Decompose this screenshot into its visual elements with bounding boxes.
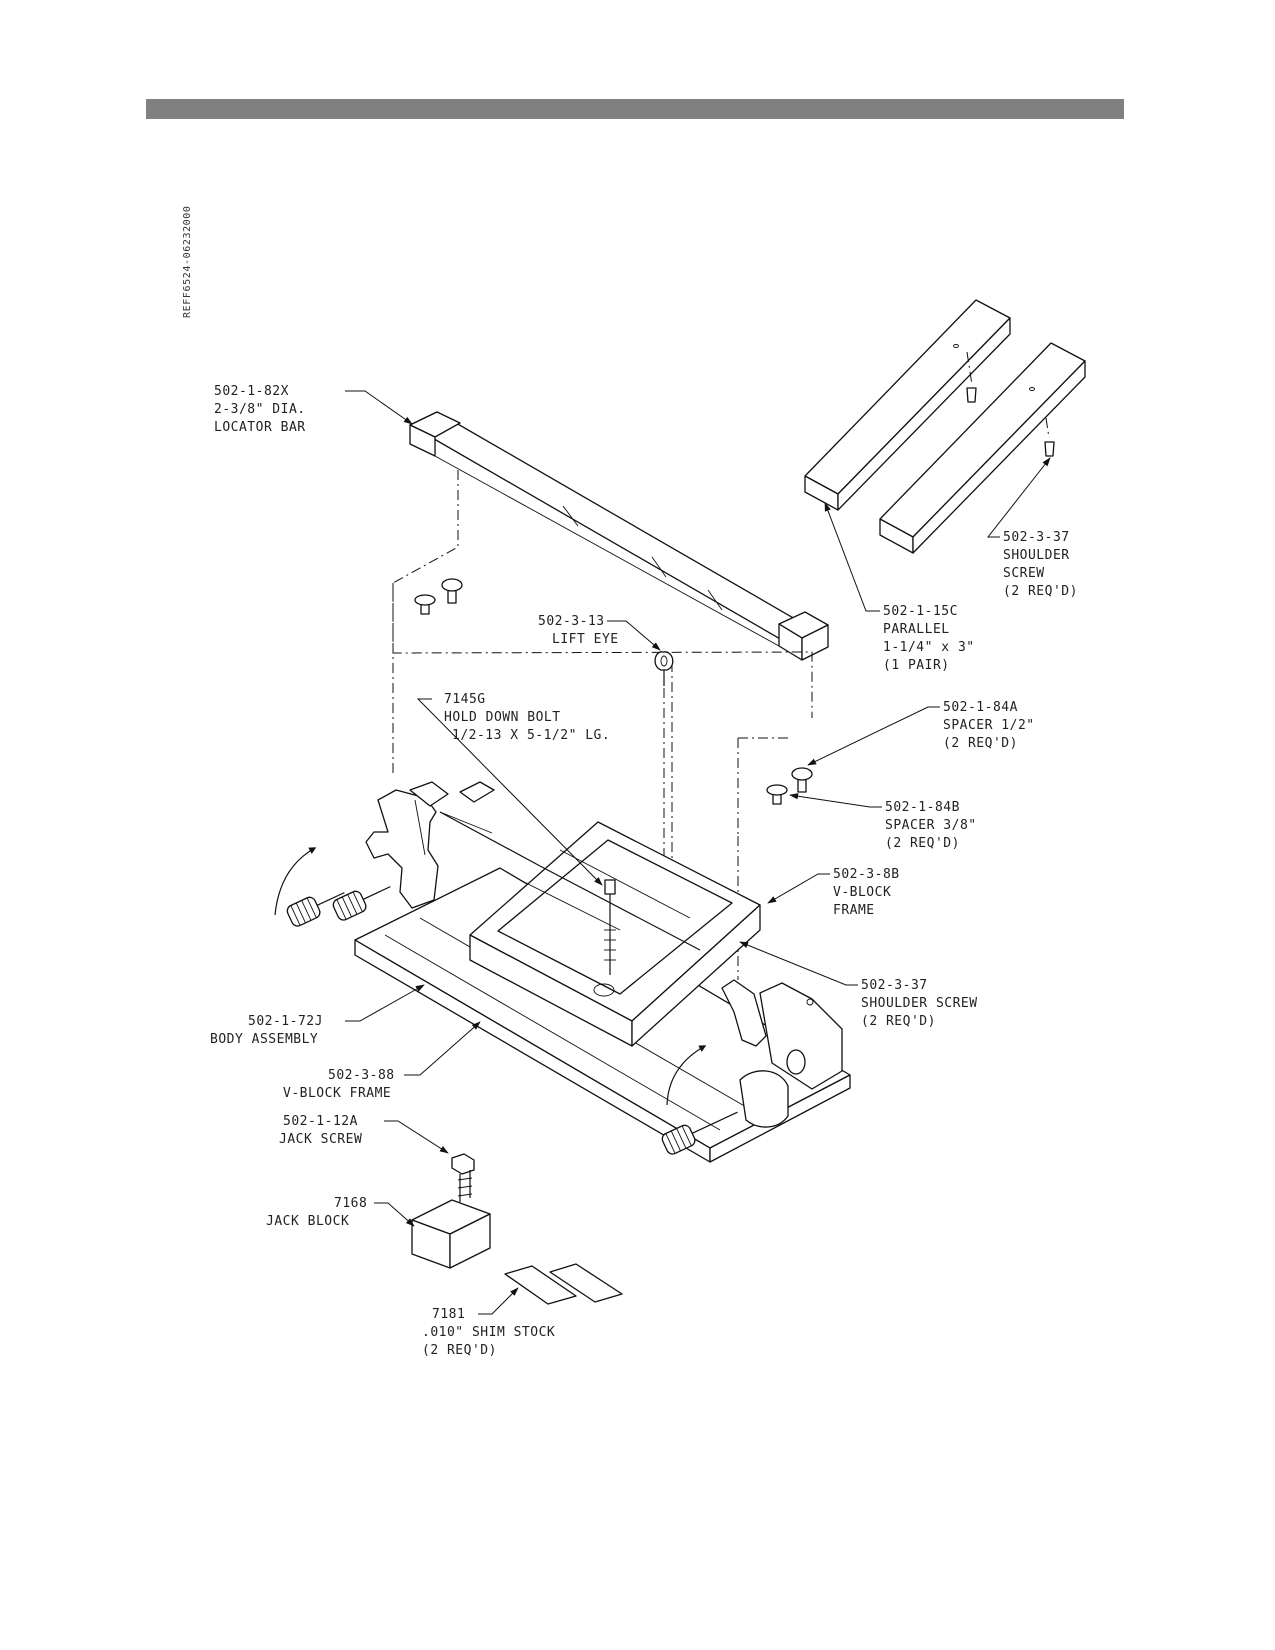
spacers-right — [766, 767, 813, 805]
callout-lift-eye: 502-3-13 LIFT EYE — [538, 614, 619, 647]
callout-spacer-half: 502-1-84A SPACER 1/2" (2 REQ'D) — [943, 700, 1035, 751]
svg-text:(1 PAIR): (1 PAIR) — [883, 658, 950, 673]
svg-text:JACK BLOCK: JACK BLOCK — [266, 1214, 349, 1229]
v-block-frame — [469, 821, 761, 1047]
svg-text:502-3-13: 502-3-13 — [538, 614, 605, 629]
svg-text:SCREW: SCREW — [1003, 566, 1045, 581]
svg-text:502-1-82X: 502-1-82X — [214, 384, 289, 399]
rotation-arrows — [274, 847, 707, 1106]
callout-shoulder-screw-mid: 502-3-37 SHOULDER SCREW (2 REQ'D) — [861, 978, 978, 1029]
svg-text:(2 REQ'D): (2 REQ'D) — [885, 836, 960, 851]
callout-parallel: 502-1-15C PARALLEL 1-1/4" x 3" (1 PAIR) — [883, 604, 975, 673]
svg-text:HOLD DOWN BOLT: HOLD DOWN BOLT — [444, 710, 561, 725]
svg-text:502-1-84A: 502-1-84A — [943, 700, 1018, 715]
svg-text:1/2-13 X 5-1/2" LG.: 1/2-13 X 5-1/2" LG. — [452, 728, 610, 743]
callout-jack-screw: 502-1-12A JACK SCREW — [279, 1114, 362, 1147]
callout-body-assembly: 502-1-72J BODY ASSEMBLY — [210, 1014, 323, 1047]
svg-text:V-BLOCK: V-BLOCK — [833, 885, 891, 900]
svg-text:502-1-12A: 502-1-12A — [283, 1114, 358, 1129]
svg-text:(2 REQ'D): (2 REQ'D) — [943, 736, 1018, 751]
svg-text:JACK SCREW: JACK SCREW — [279, 1132, 362, 1147]
jack-screw — [451, 1153, 475, 1202]
svg-text:502-1-84B: 502-1-84B — [885, 800, 960, 815]
svg-text:PARALLEL: PARALLEL — [883, 622, 950, 637]
spacers-left — [414, 578, 463, 615]
lift-eye — [654, 651, 674, 900]
svg-text:502-1-15C: 502-1-15C — [883, 604, 958, 619]
svg-text:502-3-37: 502-3-37 — [1003, 530, 1070, 545]
svg-text:502-3-37: 502-3-37 — [861, 978, 928, 993]
hold-down-bolt — [593, 879, 616, 997]
callout-leaders — [345, 390, 1051, 1315]
svg-text:7168: 7168 — [334, 1196, 367, 1211]
svg-text:SPACER 1/2": SPACER 1/2" — [943, 718, 1035, 733]
callout-hold-down-bolt: 7145G HOLD DOWN BOLT 1/2-13 X 5-1/2" LG. — [444, 692, 610, 743]
svg-text:LOCATOR BAR: LOCATOR BAR — [214, 420, 306, 435]
clamp-knobs — [286, 886, 738, 1155]
svg-text:2-3/8" DIA.: 2-3/8" DIA. — [214, 402, 306, 417]
locator-bar — [409, 411, 829, 661]
parallel-shoulder-screws — [966, 351, 1055, 457]
svg-text:BODY ASSEMBLY: BODY ASSEMBLY — [210, 1032, 318, 1047]
svg-text:(2 REQ'D): (2 REQ'D) — [861, 1014, 936, 1029]
svg-text:7181: 7181 — [432, 1307, 465, 1322]
svg-text:LIFT EYE: LIFT EYE — [552, 632, 619, 647]
jack-block — [411, 1199, 491, 1269]
svg-text:SHOULDER SCREW: SHOULDER SCREW — [861, 996, 978, 1011]
callout-v-block-frame-88: 502-3-88 V-BLOCK FRAME — [283, 1068, 395, 1101]
svg-text:.010" SHIM STOCK: .010" SHIM STOCK — [422, 1325, 555, 1340]
callout-shoulder-screw-top: 502-3-37 SHOULDER SCREW (2 REQ'D) — [1003, 530, 1078, 599]
callout-locator-bar: 502-1-82X 2-3/8" DIA. LOCATOR BAR — [214, 384, 306, 435]
header-bar — [146, 99, 1124, 119]
alignment-centerlines — [392, 470, 813, 980]
svg-text:SPACER 3/8": SPACER 3/8" — [885, 818, 977, 833]
callout-v-block-frame-8b: 502-3-8B V-BLOCK FRAME — [833, 867, 900, 918]
svg-text:SHOULDER: SHOULDER — [1003, 548, 1070, 563]
svg-text:502-3-8B: 502-3-8B — [833, 867, 900, 882]
callout-jack-block: 7168 JACK BLOCK — [266, 1196, 367, 1229]
svg-text:7145G: 7145G — [444, 692, 486, 707]
parallel-bar-1 — [804, 299, 1011, 511]
svg-text:1-1/4" x 3": 1-1/4" x 3" — [883, 640, 975, 655]
svg-text:FRAME: FRAME — [833, 903, 875, 918]
svg-text:(2 REQ'D): (2 REQ'D) — [1003, 584, 1078, 599]
parallel-bar-2 — [879, 342, 1086, 554]
svg-text:V-BLOCK FRAME: V-BLOCK FRAME — [283, 1086, 391, 1101]
shim-stock — [504, 1263, 623, 1305]
callout-shim-stock: 7181 .010" SHIM STOCK (2 REQ'D) — [422, 1307, 555, 1358]
svg-text:502-3-88: 502-3-88 — [328, 1068, 395, 1083]
callout-spacer-3-8: 502-1-84B SPACER 3/8" (2 REQ'D) — [885, 800, 977, 851]
svg-text:(2 REQ'D): (2 REQ'D) — [422, 1343, 497, 1358]
svg-text:502-1-72J: 502-1-72J — [248, 1014, 323, 1029]
